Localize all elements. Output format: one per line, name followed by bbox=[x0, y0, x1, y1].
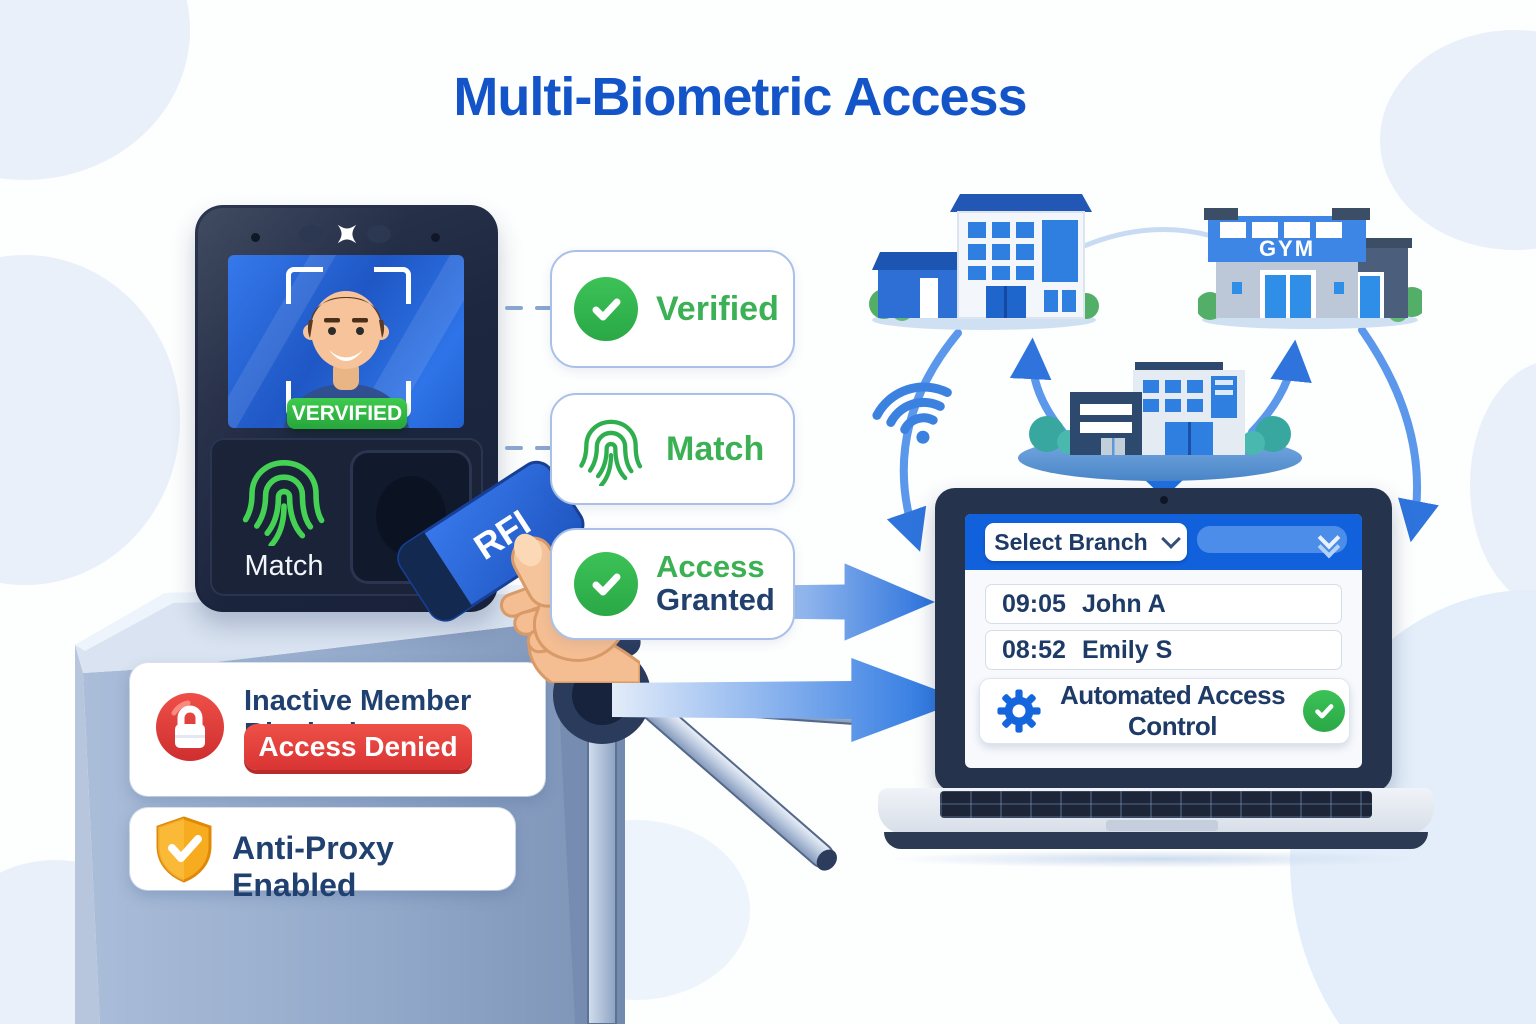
hub-building bbox=[1018, 362, 1302, 481]
antiproxy-text: Anti-Proxy Enabled bbox=[232, 830, 394, 903]
checkin-name: John A bbox=[1081, 589, 1166, 618]
dashboard-app: Select Branch 09:05 John A 08:52 bbox=[965, 514, 1362, 768]
check-circle-icon bbox=[574, 552, 638, 616]
scan-frame-corner bbox=[374, 267, 411, 304]
match-label: Match bbox=[666, 429, 765, 468]
verified-label: Verified bbox=[656, 289, 779, 328]
page-title: Multi-Biometric Access bbox=[453, 67, 1027, 127]
status-box-verified: Verified bbox=[550, 250, 795, 368]
fingerprint-icon bbox=[579, 419, 643, 486]
status-box-match: Match bbox=[550, 393, 795, 505]
gear-icon bbox=[997, 689, 1041, 733]
laptop-screen: Select Branch 09:05 John A 08:52 bbox=[935, 488, 1392, 792]
gym-sign: GYM bbox=[1259, 236, 1315, 261]
access-label-line2: Granted bbox=[656, 582, 775, 617]
device-match-label: Match bbox=[244, 550, 324, 582]
access-label-line1: Access bbox=[656, 549, 765, 585]
status-box-access-granted: Access Granted bbox=[550, 528, 795, 640]
laptop-keyboard bbox=[940, 791, 1372, 818]
blocked-alert-card: Inactive Member Blocked Access Denied bbox=[130, 663, 545, 796]
check-circle-icon bbox=[1303, 690, 1345, 732]
background-blob bbox=[0, 255, 180, 585]
laptop-base-edge bbox=[884, 832, 1428, 849]
select-branch-label: Select Branch bbox=[994, 528, 1148, 555]
header-pill bbox=[1197, 526, 1347, 559]
automated-access-card: Automated Access Control bbox=[979, 678, 1350, 744]
curved-arrow-right-down bbox=[1358, 326, 1439, 543]
automated-access-label: Automated Access Control bbox=[1059, 680, 1286, 741]
select-branch-dropdown[interactable]: Select Branch bbox=[985, 523, 1187, 561]
flow-arrow-right bbox=[697, 563, 935, 641]
chevron-down-icon bbox=[1160, 529, 1181, 549]
webcam-dot bbox=[1160, 496, 1168, 504]
access-denied-button[interactable]: Access Denied bbox=[244, 724, 472, 770]
sensor-dot bbox=[431, 233, 440, 242]
flow-arrow-right bbox=[612, 658, 964, 742]
scan-star-icon bbox=[337, 224, 357, 244]
checkin-name: Emily S bbox=[1081, 635, 1173, 664]
wifi-icon bbox=[872, 382, 952, 444]
check-circle-icon bbox=[574, 277, 638, 341]
shield-check-icon bbox=[156, 816, 212, 883]
laptop-shadow bbox=[888, 850, 1424, 868]
lock-icon bbox=[156, 693, 224, 761]
antiproxy-card: Anti-Proxy Enabled bbox=[130, 808, 515, 903]
building-link-arc bbox=[1072, 227, 1215, 253]
app-header: Select Branch bbox=[965, 514, 1362, 570]
checkin-row: 09:05 John A bbox=[985, 584, 1342, 624]
camera-lens-icon bbox=[299, 225, 323, 243]
office-building bbox=[869, 194, 1099, 330]
sensor-dot bbox=[251, 233, 260, 242]
fingerprint-icon bbox=[242, 460, 325, 546]
checkin-time: 09:05 bbox=[1002, 589, 1066, 618]
dashed-connector bbox=[505, 306, 553, 310]
laptop-base bbox=[878, 788, 1434, 868]
curved-arrow-left-down bbox=[886, 329, 962, 552]
verified-badge: VERVIFIED bbox=[287, 398, 407, 429]
double-chevron-down-icon[interactable] bbox=[1317, 526, 1341, 559]
dashed-connector bbox=[505, 446, 553, 450]
laptop-trackpad bbox=[1106, 820, 1218, 831]
scan-frame-corner bbox=[286, 267, 323, 304]
camera-lens-icon bbox=[367, 225, 391, 243]
gym-building: GYM bbox=[1198, 208, 1422, 329]
checkin-time: 08:52 bbox=[1002, 635, 1066, 664]
checkin-row: 08:52 Emily S bbox=[985, 630, 1342, 670]
laptop: Select Branch 09:05 John A 08:52 bbox=[878, 488, 1434, 868]
